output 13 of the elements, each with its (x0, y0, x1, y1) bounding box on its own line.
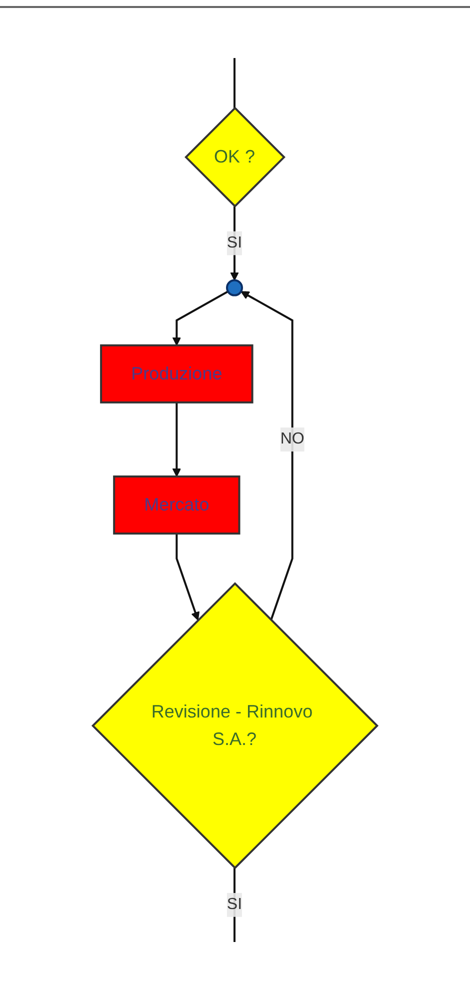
connector (234, 58, 236, 108)
node-box: Produzione (100, 344, 254, 404)
node-diamond: OK ? (184, 106, 286, 208)
node-circle (226, 279, 243, 296)
node-box: Mercato (113, 476, 240, 535)
arrow (172, 290, 228, 346)
edge-label: SI (226, 234, 242, 252)
arrow (240, 291, 294, 620)
edge-label: NO (280, 430, 304, 448)
edge-label: SI (226, 896, 242, 913)
arrow (176, 534, 200, 621)
arrow (172, 402, 182, 477)
node-diamond: Revisione - Rinnovo S.A.? (91, 582, 379, 870)
